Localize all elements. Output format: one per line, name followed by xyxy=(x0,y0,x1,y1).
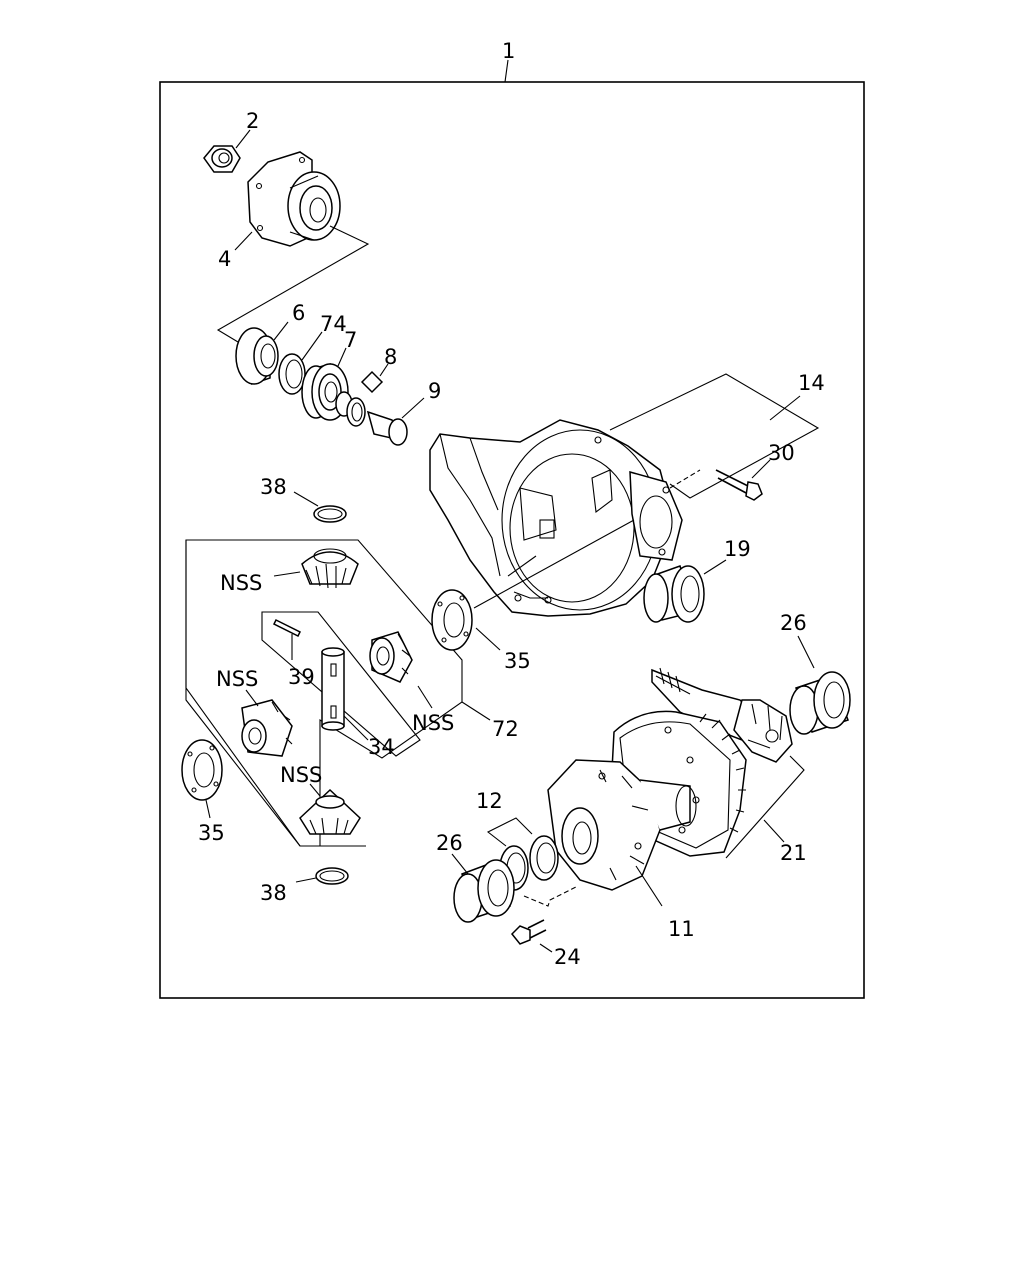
part-26-carrier-bearing-left xyxy=(451,853,515,923)
leader-14 xyxy=(769,395,801,421)
label-24: 24 xyxy=(554,945,581,969)
label-nss-2: NSS xyxy=(216,667,258,691)
part-2-flange-nut xyxy=(203,129,251,173)
label-72: 72 xyxy=(492,717,519,741)
guide-line-14 xyxy=(609,373,820,499)
label-34: 34 xyxy=(368,735,395,759)
axis-line-35 xyxy=(473,519,635,609)
label-nss-1: NSS xyxy=(220,571,262,595)
label-38-top: 38 xyxy=(260,475,287,499)
label-38-bottom: 38 xyxy=(260,881,287,905)
part-35-shim-top xyxy=(431,589,501,651)
label-1: 1 xyxy=(502,39,515,63)
part-35-shim-bottom xyxy=(181,739,223,819)
label-2: 2 xyxy=(246,109,259,133)
gear-kit-outline-72 xyxy=(185,539,463,847)
pin-kit-outline xyxy=(261,611,421,757)
gear-kit-outline-72b xyxy=(185,540,366,847)
label-14: 14 xyxy=(798,371,825,395)
part-38-thrust-washer-top xyxy=(293,491,347,523)
label-4: 4 xyxy=(218,247,231,271)
callout-labels: 1 2 4 6 74 7 8 9 14 30 38 19 NSS 35 39 2… xyxy=(198,39,825,969)
guide-line-4 xyxy=(216,225,370,343)
label-74: 74 xyxy=(320,312,347,336)
part-6-oil-seal xyxy=(235,321,289,386)
label-35-bottom: 35 xyxy=(198,821,225,845)
leader-1 xyxy=(504,59,509,83)
leader-72 xyxy=(461,701,491,721)
label-11: 11 xyxy=(668,917,695,941)
label-nss-4: NSS xyxy=(280,763,322,787)
side-gear-top xyxy=(273,548,359,589)
label-35-top: 35 xyxy=(504,649,531,673)
label-9: 9 xyxy=(428,379,441,403)
differential-carrier-housing xyxy=(429,419,683,617)
label-21: 21 xyxy=(780,841,807,865)
bolt-24-guide xyxy=(523,885,579,907)
part-19-side-bearing xyxy=(643,559,727,623)
part-34-pinion-shaft xyxy=(321,647,369,741)
label-26-right: 26 xyxy=(780,611,807,635)
part-11-differential-case xyxy=(547,759,697,907)
diagram-frame xyxy=(159,81,865,999)
label-39: 39 xyxy=(288,665,315,689)
label-8: 8 xyxy=(384,345,397,369)
part-26-carrier-bearing-right xyxy=(789,635,851,735)
label-12: 12 xyxy=(476,789,503,813)
part-74-shim xyxy=(278,331,323,395)
label-nss-3: NSS xyxy=(412,711,454,735)
label-7: 7 xyxy=(344,328,357,352)
part-9-sleeve xyxy=(366,397,425,446)
bolt-30-guide xyxy=(669,469,701,489)
label-6: 6 xyxy=(292,301,305,325)
part-4-companion-flange xyxy=(234,151,341,251)
label-26-left: 26 xyxy=(436,831,463,855)
part-39-lock-pin xyxy=(272,618,302,660)
part-38-thrust-washer-bottom xyxy=(295,867,349,885)
label-19: 19 xyxy=(724,537,751,561)
part-24-ring-gear-bolt xyxy=(510,919,553,953)
side-gear-bottom xyxy=(299,783,361,835)
pinion-gear-right xyxy=(369,631,433,709)
pinion-gear-left xyxy=(241,689,293,757)
part-30-bolt xyxy=(715,459,771,501)
part-8-collapsible-spacer xyxy=(335,363,389,427)
label-30: 30 xyxy=(768,441,795,465)
